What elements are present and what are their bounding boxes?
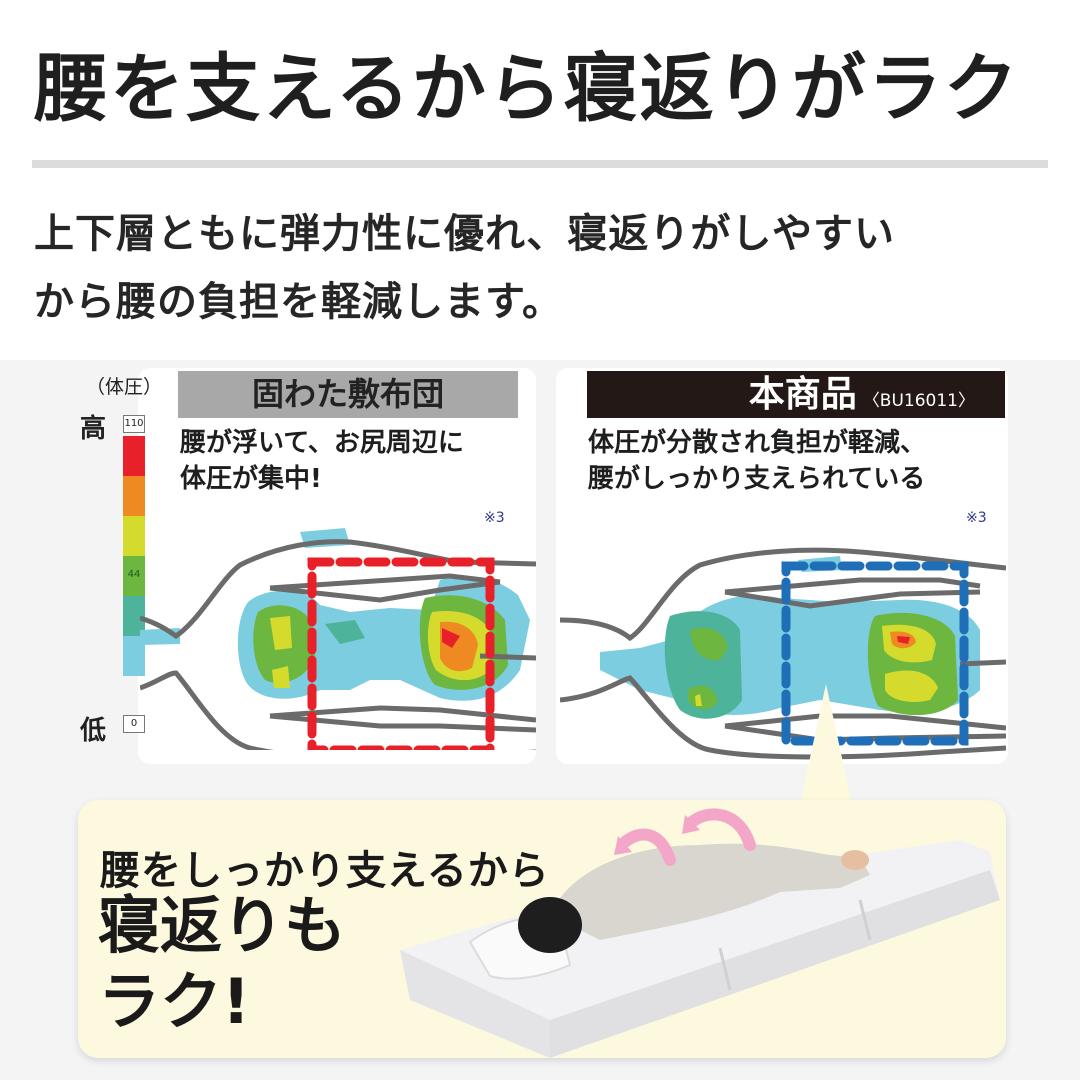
mattress-photo — [400, 808, 1000, 1058]
right-pressure-heatmap — [560, 547, 1006, 760]
scale-yellow — [123, 516, 145, 556]
intro-text: 上下層ともに弾力性に優れ、寝返りがしやすい から腰の負担を軽減します。 — [34, 200, 895, 336]
rolling-arrows-icon — [619, 808, 756, 866]
scale-teal — [123, 596, 145, 636]
pressure-color-scale: 44 — [123, 436, 145, 676]
callout-line1: 腰をしっかり支えるから — [100, 848, 550, 894]
scale-green: 44 — [123, 556, 145, 596]
legend-mid-value: 44 — [127, 569, 141, 580]
legend-max-value: 110 — [123, 415, 145, 433]
scale-orange — [123, 476, 145, 516]
label-hard-futon: 固わた敷布団 — [178, 371, 518, 418]
headline-divider — [32, 160, 1048, 168]
callout-pointer — [800, 684, 852, 804]
intro-text-line1: 上下層ともに弾力性に優れ、寝返りがしやすい — [34, 211, 895, 257]
left-description-line1: 腰が浮いて、お尻周辺に — [180, 428, 464, 458]
left-description: 腰が浮いて、お尻周辺に 体圧が集中! — [180, 425, 530, 497]
sleeper-feet — [841, 850, 869, 870]
legend-high-label: 高 — [80, 414, 107, 444]
body-outline — [140, 539, 536, 750]
product-name: 本商品 — [748, 374, 857, 415]
callout-emphasis: 寝返りも ラク! — [98, 888, 346, 1040]
mattress — [400, 840, 1000, 1058]
page-headline: 腰を支えるから寝返りがラク — [34, 46, 1020, 132]
right-footnote: ※3 — [966, 510, 987, 526]
sleeper-body — [550, 843, 870, 940]
legend-low-label: 低 — [80, 716, 107, 746]
right-description-line1: 体圧が分散され負担が軽減、 — [588, 428, 927, 458]
left-description-line2: 体圧が集中! — [180, 464, 322, 494]
legend-title: （体圧） — [86, 376, 163, 398]
legend-min-value: 0 — [123, 715, 145, 733]
left-footnote: ※3 — [484, 510, 505, 526]
sleeper-head — [518, 897, 582, 953]
right-description: 体圧が分散され負担が軽減、 腰がしっかり支えられている — [588, 425, 1008, 497]
blue-dashed-highlight — [781, 561, 969, 746]
left-pressure-heatmap — [140, 528, 536, 750]
scale-red — [123, 436, 145, 476]
red-dashed-highlight — [307, 557, 495, 750]
label-this-product: 本商品〈BU16011〉 — [587, 371, 1005, 418]
callout-line3: ラク! — [98, 965, 251, 1038]
scale-blue — [123, 636, 145, 676]
intro-text-line2: から腰の負担を軽減します。 — [34, 279, 563, 325]
callout-line2: 寝返りも — [98, 889, 347, 962]
right-description-line2: 腰がしっかり支えられている — [588, 464, 926, 494]
product-model: 〈BU16011〉 — [862, 391, 975, 411]
